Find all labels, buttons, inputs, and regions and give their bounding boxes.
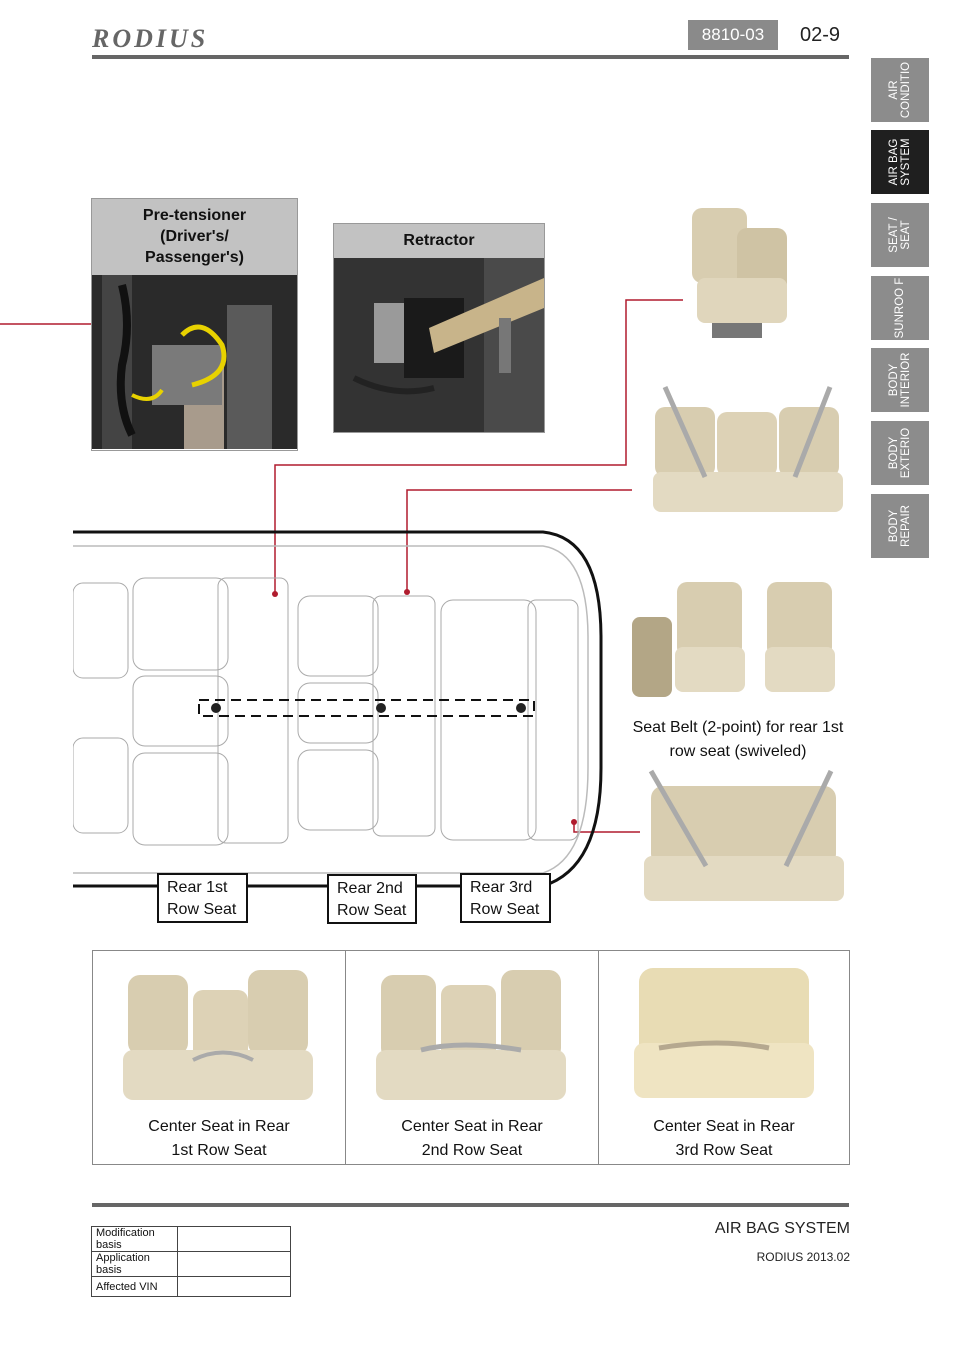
tab-sunroof[interactable]: SUNROO F <box>871 276 929 340</box>
caption-line: row seat (swiveled) <box>669 743 807 760</box>
row-label-line: Rear 2nd <box>337 880 403 897</box>
modification-basis-label: Modification basis <box>91 1226 178 1252</box>
affected-vin-value <box>177 1276 291 1297</box>
retractor-photo <box>334 258 544 432</box>
center-seat-rear3-caption: Center Seat in Rear 3rd Row Seat <box>599 1115 849 1163</box>
row-label-line: Rear 1st <box>167 879 228 896</box>
center-seat-rear2: Center Seat in Rear 2nd Row Seat <box>346 951 598 1164</box>
table-row: Application basis <box>91 1251 291 1277</box>
section-code-badge: 8810-03 <box>688 20 778 50</box>
center-seat-rear1-caption: Center Seat in Rear 1st Row Seat <box>93 1115 345 1163</box>
tab-body-exterior[interactable]: BODY EXTERIO <box>871 421 929 485</box>
rear-2nd-row-label: Rear 2nd Row Seat <box>327 874 417 924</box>
row-label-line: Row Seat <box>167 901 237 918</box>
pretensioner-panel: Pre-tensioner (Driver's/ Passenger's) <box>91 198 298 451</box>
modification-basis-value <box>177 1226 291 1252</box>
pretensioner-title-line: Passenger's) <box>145 249 244 266</box>
table-row: Affected VIN <box>91 1276 291 1297</box>
caption-line: Center Seat in Rear <box>653 1118 795 1135</box>
tab-air-bag-system[interactable]: AIR BAG SYSTEM <box>871 130 929 194</box>
tab-air-conditioning[interactable]: AIR CONDITIO <box>871 58 929 122</box>
pretensioner-title-line: Pre-tensioner <box>142 207 247 224</box>
swivel-seatbelt-caption: Seat Belt (2-point) for rear 1st row sea… <box>622 716 854 764</box>
application-basis-value <box>177 1251 291 1277</box>
retractor-panel: Retractor <box>333 223 545 433</box>
rear2-seat-photo <box>632 582 835 697</box>
center-seat-rear1-photo <box>123 970 313 1100</box>
footer-rule <box>92 1203 849 1207</box>
affected-vin-label: Affected VIN <box>91 1276 178 1297</box>
row-label-line: Rear 3rd <box>470 879 533 896</box>
swivel-seat-photo <box>692 208 787 338</box>
caption-line: Center Seat in Rear <box>148 1118 290 1135</box>
pretensioner-title-line: (Driver's/ <box>160 228 229 245</box>
retractor-title: Retractor <box>334 224 544 258</box>
rear-3rd-row-label: Rear 3rd Row Seat <box>460 873 551 923</box>
panel-divider <box>598 951 599 1164</box>
center-seat-rear2-photo <box>376 970 566 1100</box>
row-label-line: Row Seat <box>337 902 407 919</box>
caption-line: 3rd Row Seat <box>675 1142 773 1159</box>
caption-line: Center Seat in Rear <box>401 1118 543 1135</box>
caption-line: 1st Row Seat <box>171 1142 267 1159</box>
caption-line: 2nd Row Seat <box>421 1142 523 1159</box>
pretensioner-title: Pre-tensioner (Driver's/ Passenger's) <box>92 199 297 275</box>
tab-seat[interactable]: SEAT / SEAT <box>871 203 929 267</box>
table-row: Modification basis <box>91 1226 291 1252</box>
vehicle-plan-view <box>73 530 603 888</box>
rear-1st-row-label: Rear 1st Row Seat <box>157 873 248 923</box>
pretensioner-photo <box>92 275 297 449</box>
row-label-line: Row Seat <box>470 901 540 918</box>
application-basis-label: Application basis <box>91 1251 178 1277</box>
panel-divider <box>345 951 346 1164</box>
connector-lines <box>0 299 683 833</box>
center-seat-rear3-photo <box>634 968 814 1098</box>
revision-table: Modification basis Application basis Aff… <box>91 1226 291 1297</box>
center-seat-rear1: Center Seat in Rear 1st Row Seat <box>93 951 345 1164</box>
tab-body-repair[interactable]: BODY REPAIR <box>871 494 929 558</box>
center-seat-rear3: Center Seat in Rear 3rd Row Seat <box>599 951 849 1164</box>
footer-title: AIR BAG SYSTEM <box>714 1220 850 1237</box>
caption-line: Seat Belt (2-point) for rear 1st <box>632 719 844 736</box>
rear1-seat-photo <box>653 385 843 512</box>
header-rule <box>92 55 849 59</box>
footer-subtitle: RODIUS 2013.02 <box>756 1250 850 1264</box>
tab-body-interior[interactable]: BODY INTERIOR <box>871 348 929 412</box>
rear3-seat-photo <box>644 769 844 901</box>
center-seat-rear2-caption: Center Seat in Rear 2nd Row Seat <box>346 1115 598 1163</box>
center-seat-panel: Center Seat in Rear 1st Row Seat Center … <box>92 950 850 1165</box>
page-number: 02-9 <box>800 24 841 46</box>
brand-logo: RODIUS <box>92 24 209 53</box>
